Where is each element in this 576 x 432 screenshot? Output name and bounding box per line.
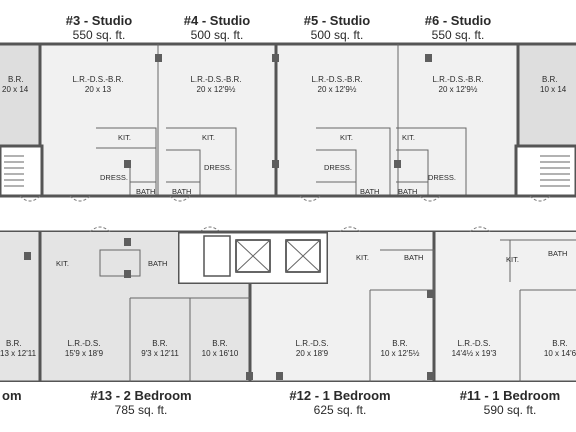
unit-4-bath: BATH <box>172 187 191 196</box>
unit-12-br-dim: 10 x 12'5½ <box>381 349 420 358</box>
unit-13-title: #13 - 2 Bedroom <box>90 388 191 403</box>
unit-6-dress: DRESS. <box>428 173 456 182</box>
unit-4-title: #4 - Studio <box>184 13 251 28</box>
unit-13-living: L.R.-D.S. <box>68 339 101 348</box>
unit-6-title: #6 - Studio <box>425 13 492 28</box>
unit-4-area-label: 500 sq. ft. <box>191 28 244 42</box>
unit-6-living: L.R.-D.S.-B.R. <box>432 75 483 84</box>
unit-11-bath: BATH <box>548 249 567 258</box>
unit-5-bath: BATH <box>360 187 379 196</box>
unit-3-area[interactable] <box>40 44 158 196</box>
unit-13-br1: B.R. <box>152 339 168 348</box>
unit-11-living-dim: 14'4½ x 19'3 <box>452 349 497 358</box>
unit-5-living: L.R.-D.S.-B.R. <box>311 75 362 84</box>
unit-4-living-dim: 20 x 12'9½ <box>197 85 236 94</box>
partial-top-left-dim: 20 x 14 <box>2 85 29 94</box>
unit-11-area[interactable] <box>434 232 576 382</box>
unit-3-area-label: 550 sq. ft. <box>73 28 126 42</box>
unit-11-living: L.R.-D.S. <box>458 339 491 348</box>
unit-6-living-dim: 20 x 12'9½ <box>439 85 478 94</box>
unit-11-area-label: 590 sq. ft. <box>484 403 537 417</box>
unit-4-kit: KIT. <box>202 133 215 142</box>
unit-12-living: L.R.-D.S. <box>296 339 329 348</box>
partial-bottom-right-dim: 10 x 14'6 <box>544 349 576 358</box>
corridor <box>0 196 576 232</box>
unit-13-kit: KIT. <box>56 259 69 268</box>
unit-3-living-dim: 20 x 13 <box>85 85 112 94</box>
unit-3-bath: BATH <box>136 187 155 196</box>
unit-5-living-dim: 20 x 12'9½ <box>318 85 357 94</box>
unit-12-living-dim: 20 x 18'9 <box>296 349 329 358</box>
unit-5-area-label: 500 sq. ft. <box>311 28 364 42</box>
unit-13-area-label: 785 sq. ft. <box>115 403 168 417</box>
partial-bottom-left-br: B.R. <box>6 339 22 348</box>
unit-12-bath: BATH <box>404 253 423 262</box>
unit-13-br2-dim: 10 x 16'10 <box>202 349 239 358</box>
partial-top-left-br: B.R. <box>8 75 24 84</box>
unit-5-kit: KIT. <box>340 133 353 142</box>
unit-11-title: #11 - 1 Bedroom <box>460 388 560 403</box>
partial-top-right-br: B.R. <box>542 75 558 84</box>
unit-11-kit: KIT. <box>506 255 519 264</box>
unit-4-area[interactable] <box>158 44 276 196</box>
unit-6-area[interactable] <box>398 44 518 196</box>
unit-13-bath: BATH <box>148 259 167 268</box>
partial-bottom-left-dim: 13 x 12'11 <box>0 349 37 358</box>
unit-5-dress: DRESS. <box>324 163 352 172</box>
partial-bottom-right-br: B.R. <box>552 339 568 348</box>
unit-13-br1-dim: 9'3 x 12'11 <box>141 349 179 358</box>
unit-3-living: L.R.-D.S.-B.R. <box>72 75 123 84</box>
unit-13-living-dim: 15'9 x 18'9 <box>65 349 104 358</box>
unit-6-kit: KIT. <box>402 133 415 142</box>
unit-13-br2: B.R. <box>212 339 228 348</box>
unit-4-dress: DRESS. <box>204 163 232 172</box>
partial-bottom-left-title: om <box>2 388 22 403</box>
unit-4-living: L.R.-D.S.-B.R. <box>190 75 241 84</box>
unit-13-area[interactable] <box>40 232 178 382</box>
partial-top-right-dim: 10 x 14 <box>540 85 567 94</box>
unit-12-title: #12 - 1 Bedroom <box>289 388 390 403</box>
unit-3-kit: KIT. <box>118 133 131 142</box>
unit-3-title: #3 - Studio <box>66 13 133 28</box>
unit-12-area[interactable] <box>250 284 434 382</box>
unit-12-kit: KIT. <box>356 253 369 262</box>
unit-12-br: B.R. <box>392 339 408 348</box>
unit-5-title: #5 - Studio <box>304 13 371 28</box>
unit-5-area[interactable] <box>276 44 398 196</box>
partial-unit-bottom-left[interactable] <box>0 232 40 382</box>
unit-3-dress: DRESS. <box>100 173 128 182</box>
unit-6-area-label: 550 sq. ft. <box>432 28 485 42</box>
unit-6-bath: BATH <box>398 187 417 196</box>
unit-12-area-label: 625 sq. ft. <box>314 403 367 417</box>
